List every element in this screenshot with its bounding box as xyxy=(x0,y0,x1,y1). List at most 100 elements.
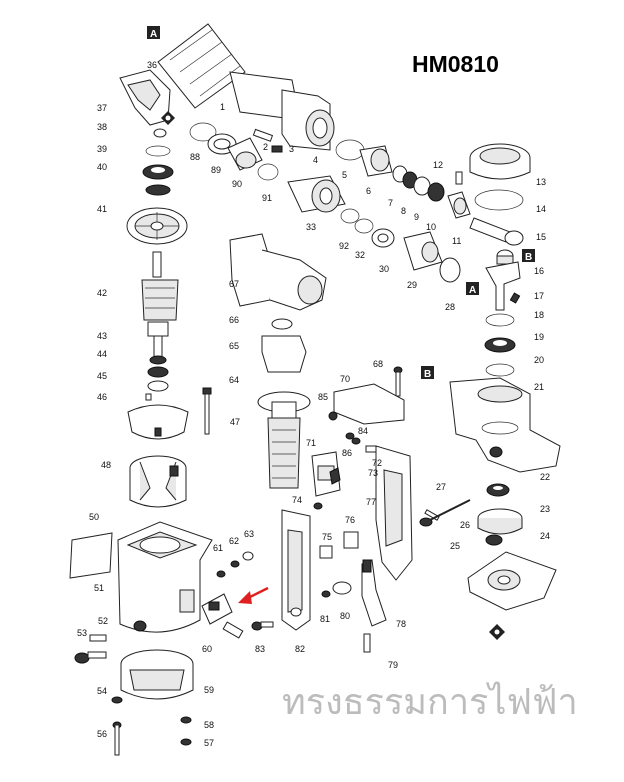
part-75-capacitor xyxy=(319,545,333,559)
label-part-45: 45 xyxy=(97,371,107,381)
part-53-screw xyxy=(74,651,107,664)
part-88-o-ring xyxy=(189,122,217,142)
part-33-o-ring xyxy=(354,218,374,234)
part-29-ring xyxy=(439,257,461,283)
part-85-screw xyxy=(328,411,338,421)
part-59-ring xyxy=(120,649,194,700)
label-part-27: 26 xyxy=(460,520,470,530)
model-title: HM0810 xyxy=(412,51,499,77)
label-part-84: 84 xyxy=(358,426,368,436)
part-45-bearing xyxy=(147,380,169,392)
label-part-36: 36 xyxy=(147,60,157,70)
pointer-arrow xyxy=(238,586,269,604)
svg-text:A: A xyxy=(150,29,157,40)
label-part-56: 56 xyxy=(97,729,107,739)
label-part-24: 23 xyxy=(540,504,550,514)
part-68-screw xyxy=(393,366,403,397)
label-part-7: 7 xyxy=(388,198,393,208)
part-30-striker xyxy=(403,231,443,271)
diamond-symbol-bottom xyxy=(489,624,505,640)
part-78-cord xyxy=(361,559,387,627)
label-part-51: 51 xyxy=(94,583,104,593)
label-part-59: 59 xyxy=(204,685,214,695)
part-61-washer xyxy=(216,570,226,578)
part-64-side-handle xyxy=(257,391,311,489)
label-part-34: 33 xyxy=(306,222,316,232)
part-38-o-ring xyxy=(145,145,171,157)
label-part-3: 3 xyxy=(289,144,294,154)
label-part-62: 62 xyxy=(229,536,239,546)
part-2-screw xyxy=(252,128,274,142)
part-79-cord-clamp xyxy=(363,633,371,653)
ref-tag-b-housing: B xyxy=(421,366,434,380)
part-62-screw xyxy=(230,560,240,568)
label-part-29: 28 xyxy=(445,302,455,312)
part-66-nut xyxy=(271,318,293,330)
label-part-40: 40 xyxy=(97,162,107,172)
label-part-28: 27 xyxy=(436,482,446,492)
part-60-brush-holder xyxy=(201,593,233,625)
label-part-25: 24 xyxy=(540,531,550,541)
part-82-handle xyxy=(281,509,311,631)
part-80-cord-guard xyxy=(332,581,352,595)
part-22-o-ring xyxy=(485,363,515,377)
label-part-70: 70 xyxy=(340,374,350,384)
label-part-57: 57 xyxy=(204,738,214,748)
label-part-89: 89 xyxy=(211,165,221,175)
part-91-o-ring xyxy=(257,163,279,181)
part-37-washer xyxy=(153,128,167,138)
label-part-5: 5 xyxy=(342,170,347,180)
part-12-pin xyxy=(455,171,463,185)
label-part-74: 74 xyxy=(292,495,302,505)
part-63-nut xyxy=(242,551,254,561)
part-81-screw xyxy=(321,590,331,598)
label-part-71: 71 xyxy=(306,438,316,448)
part-23-gear-housing xyxy=(449,377,561,473)
label-part-91: 91 xyxy=(262,193,272,203)
part-44-washer xyxy=(147,366,169,378)
part-92-o-ring xyxy=(340,208,360,224)
label-part-8: 8 xyxy=(401,206,406,216)
part-27-bearing xyxy=(485,534,503,546)
part-73-screw xyxy=(365,445,377,453)
label-part-44: 44 xyxy=(97,349,107,359)
label-part-15: 14 xyxy=(536,204,546,214)
label-part-53: 53 xyxy=(77,628,87,638)
label-part-9: 9 xyxy=(414,212,419,222)
label-part-38: 38 xyxy=(97,122,107,132)
label-part-11: 11 xyxy=(452,236,461,246)
part-90-sleeve xyxy=(227,137,263,171)
part-40-washer xyxy=(145,184,171,196)
svg-text:B: B xyxy=(424,369,431,380)
label-part-1: 1 xyxy=(220,102,225,112)
label-part-43: 43 xyxy=(97,331,107,341)
label-part-17: 16 xyxy=(534,266,544,276)
diamond-symbol-top xyxy=(161,111,175,125)
label-part-60: 60 xyxy=(202,644,212,654)
label-part-21: 20 xyxy=(534,355,544,365)
part-19-key xyxy=(509,292,521,304)
label-part-39: 39 xyxy=(97,144,107,154)
label-part-32: 30 xyxy=(379,264,389,274)
label-part-48: 48 xyxy=(101,460,111,470)
part-77-handle-cover xyxy=(375,445,413,581)
label-part-33: 32 xyxy=(355,250,365,260)
label-part-47: 47 xyxy=(230,417,240,427)
label-part-6: 6 xyxy=(366,186,371,196)
part-41-fan xyxy=(126,207,188,245)
label-part-76: 76 xyxy=(345,515,355,525)
label-part-50: 50 xyxy=(89,512,99,522)
part-57-screw xyxy=(180,738,192,746)
label-part-61: 61 xyxy=(213,543,223,553)
part-14-cap xyxy=(469,143,531,180)
part-6-piston xyxy=(359,145,393,177)
part-86-screw xyxy=(351,437,361,445)
label-part-18: 17 xyxy=(534,291,544,301)
label-part-16: 15 xyxy=(536,232,546,242)
label-part-19: 18 xyxy=(534,310,544,320)
part-71-switch xyxy=(311,451,341,497)
part-52-screw xyxy=(89,634,107,642)
part-10-ring xyxy=(427,182,445,202)
label-part-75: 75 xyxy=(322,532,332,542)
